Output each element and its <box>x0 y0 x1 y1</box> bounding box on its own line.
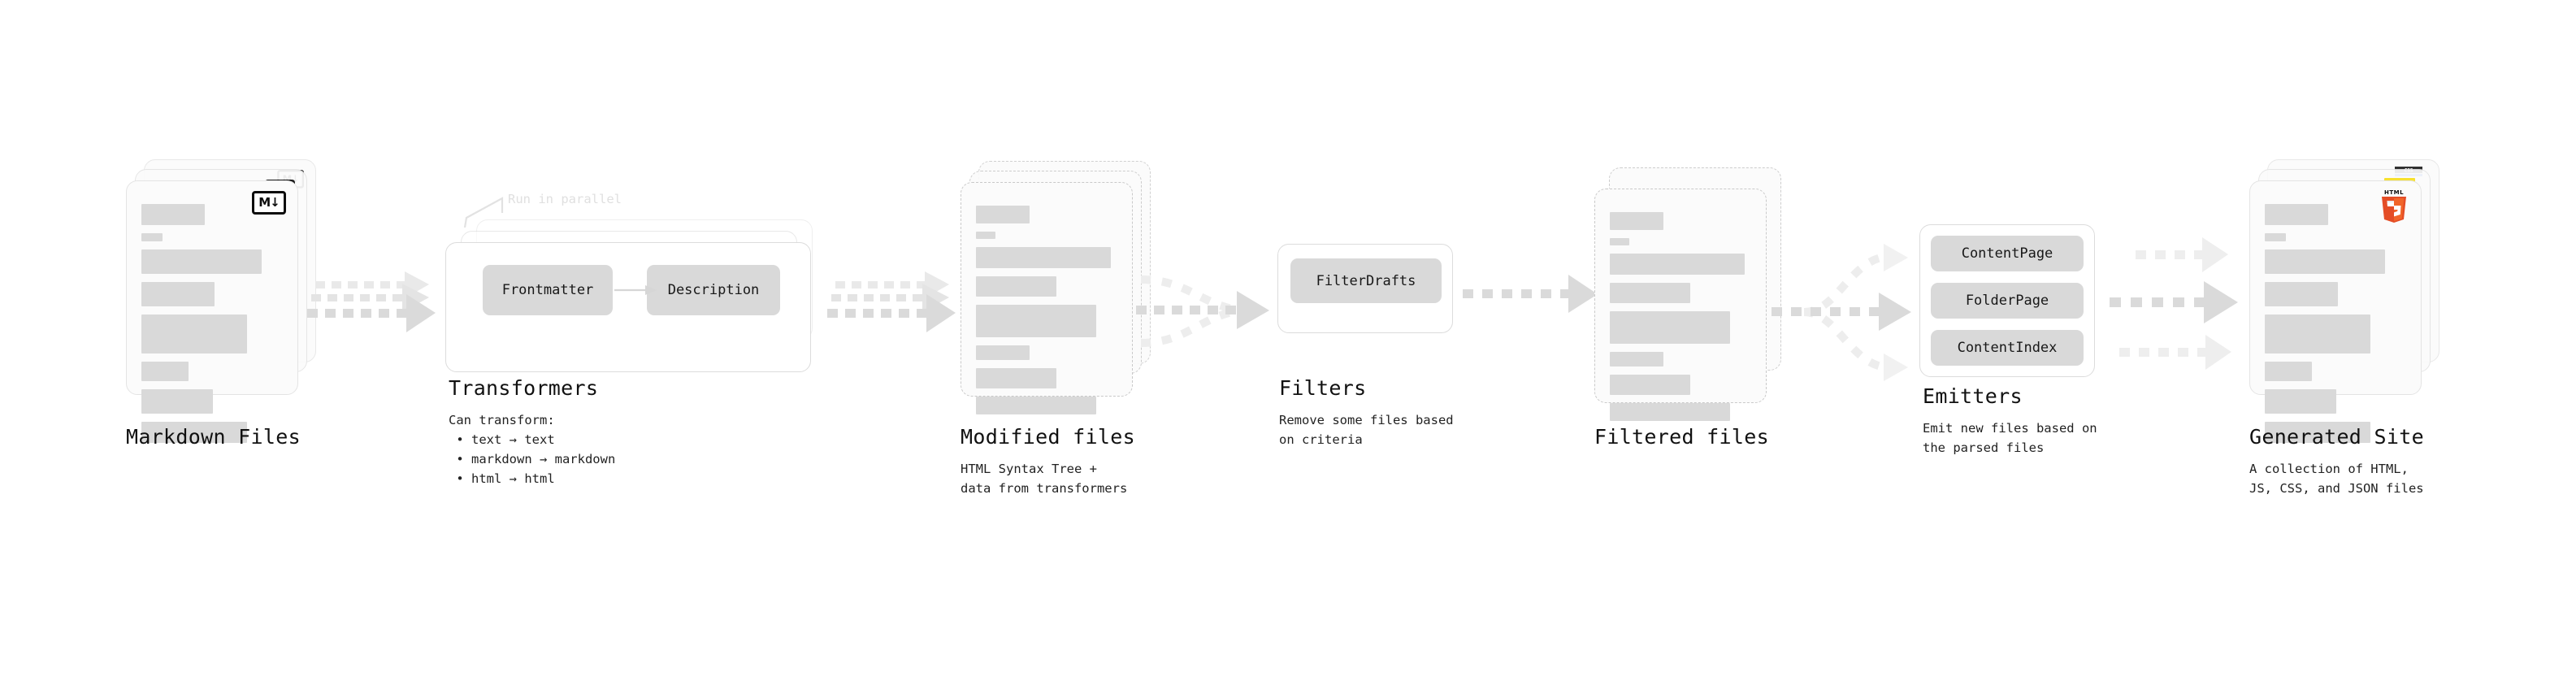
run-in-parallel-label: Run in parallel <box>508 192 622 206</box>
stage-filtered-files <box>1594 167 1781 421</box>
parallel-pointer-line <box>463 197 504 228</box>
modified-file-stack <box>961 161 1151 414</box>
stage-title-modified-files: Modified files <box>961 425 1135 449</box>
file-content-placeholder <box>1610 212 1753 429</box>
stage-subtitle-filters: Remove some files based on criteria <box>1279 413 1454 448</box>
stage-subtitle-modified-files: HTML Syntax Tree + data from transformer… <box>961 462 1128 497</box>
filtered-file-card-front <box>1594 189 1767 421</box>
svg-text:HTML: HTML <box>2384 189 2404 196</box>
transformer-front-arrow <box>614 285 657 295</box>
markdown-icon: M↓ <box>252 191 286 215</box>
stage-title-generated-site: Generated Site <box>2249 425 2424 449</box>
connector-md-to-transformers <box>307 271 437 349</box>
html5-badge-icon: HTML <box>2379 188 2409 223</box>
generated-site-stack: CSS HTML <box>2249 159 2439 443</box>
stage-title-transformers: Transformers <box>449 376 599 400</box>
stage-transformers: Run in parallel Frontmatter Description <box>445 192 827 380</box>
stage-title-filtered-files: Filtered files <box>1594 425 1769 449</box>
stage-generated-site: CSS HTML <box>2249 159 2439 443</box>
file-content-placeholder <box>976 206 1119 423</box>
connector-modified-to-filters <box>1134 268 1281 358</box>
file-content-placeholder <box>141 204 284 451</box>
connector-transformers-to-modified <box>827 271 957 349</box>
stage-subtitle-generated-site: A collection of HTML, JS, CSS, and JSON … <box>2249 462 2424 497</box>
generated-file-card-html: HTML <box>2249 180 2422 443</box>
stage-title-emitters: Emitters <box>1923 384 2023 408</box>
stage-filters: FilterDrafts <box>1277 244 1456 341</box>
filter-chip-filterdrafts[interactable]: FilterDrafts <box>1290 258 1442 303</box>
markdown-file-card-front: M↓ <box>126 180 298 443</box>
connector-filtered-to-emitters <box>1772 244 1926 382</box>
stage-title-markdown-files: Markdown Files <box>126 425 301 449</box>
emitter-chip-folderpage[interactable]: FolderPage <box>1931 283 2084 319</box>
emitter-chip-contentpage[interactable]: ContentPage <box>1931 236 2084 271</box>
connector-filters-to-filtered <box>1463 275 1601 325</box>
stage-modified-files <box>961 161 1151 414</box>
markdown-file-stack: M↓ M↓ M↓ <box>126 159 316 443</box>
emitter-chip-contentindex[interactable]: ContentIndex <box>1931 330 2084 366</box>
stage-subtitle-transformers: Can transform: • text → text • markdown … <box>449 413 616 487</box>
stage-title-filters: Filters <box>1279 376 1367 400</box>
file-content-placeholder <box>2265 204 2408 451</box>
transformer-chip-description[interactable]: Description <box>647 265 780 315</box>
connector-emitters-to-site <box>2110 234 2256 372</box>
filtered-file-stack <box>1594 167 1781 421</box>
stage-emitters: ContentPage FolderPage ContentIndex <box>1919 224 2106 379</box>
transformer-chip-frontmatter[interactable]: Frontmatter <box>483 265 613 315</box>
modified-file-card-front <box>961 182 1133 414</box>
stage-subtitle-emitters: Emit new files based on the parsed files <box>1923 421 2097 456</box>
stage-markdown-files: M↓ M↓ M↓ <box>126 159 316 443</box>
